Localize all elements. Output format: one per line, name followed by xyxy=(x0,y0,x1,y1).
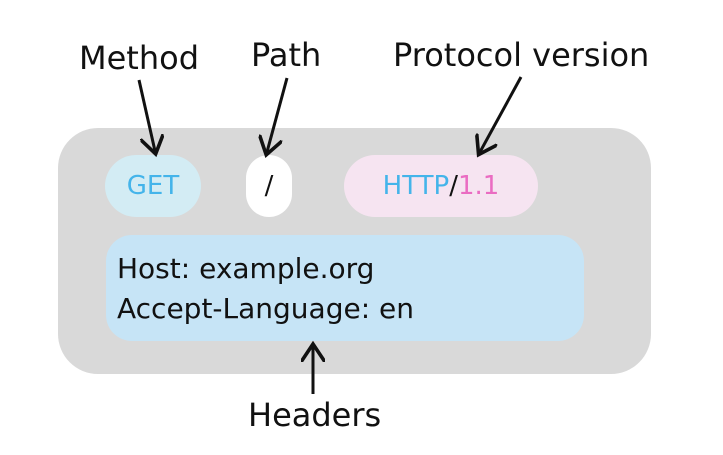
method-label: Method xyxy=(79,39,200,77)
path-pill: / xyxy=(246,155,292,217)
path-label: Path xyxy=(251,36,322,74)
method-value: GET xyxy=(126,171,180,201)
protocol-version-value: 1.1 xyxy=(457,171,500,201)
protocol-separator: / xyxy=(449,171,458,201)
header-line: Accept-Language: en xyxy=(117,292,415,325)
protocol-pill: HTTP/1.1 xyxy=(344,155,538,217)
headers-label: Headers xyxy=(248,396,382,434)
protocol-version-label: Protocol version xyxy=(393,36,650,74)
method-pill: GET xyxy=(105,155,201,217)
headers-box: Host: example.org Accept-Language: en xyxy=(106,235,584,341)
header-line: Host: example.org xyxy=(117,252,375,285)
protocol-name: HTTP xyxy=(382,171,450,201)
path-value: / xyxy=(264,171,274,201)
